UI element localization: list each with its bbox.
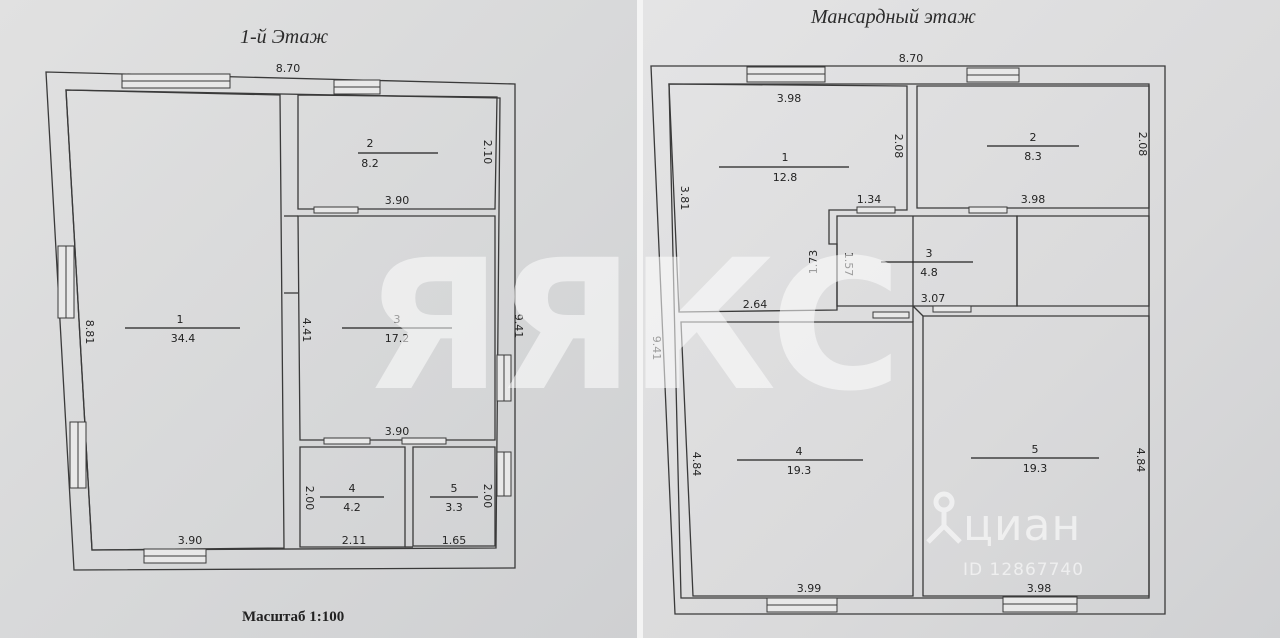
attic-door-4 [872, 311, 910, 319]
attic-room-1-number: 1 [782, 151, 789, 164]
floor1-dim-room2-bottom: 3.90 [385, 194, 410, 207]
attic-dim-room3-height: 1.57 [842, 252, 855, 277]
floor1-dim-top-width: 8.70 [276, 62, 301, 75]
attic-room-4-number: 4 [796, 445, 803, 458]
cian-brand-text: циан [963, 500, 1082, 551]
attic-dim-room5-height: 4.84 [1134, 448, 1147, 473]
attic-plan-panel: Мансардный этаж [643, 0, 1280, 638]
floor1-room-3-area: 17.2 [385, 332, 410, 345]
attic-door-5 [932, 305, 972, 313]
attic-dim-room1-step-h: 1.73 [807, 250, 820, 275]
attic-room-closet [1016, 215, 1150, 307]
floor1-room-5-number: 5 [451, 482, 458, 495]
attic-dim-room1-step: 1.34 [857, 193, 882, 206]
attic-door-1 [856, 206, 896, 214]
cian-logo-icon [926, 491, 962, 544]
floor1-dim-room5-height: 2.00 [481, 484, 494, 509]
floor1-door-3 [323, 437, 371, 445]
floor1-room-2-number: 2 [367, 137, 374, 150]
attic-dim-room4-height: 4.84 [690, 452, 703, 477]
attic-room-4 [680, 321, 914, 597]
floor1-room-5 [412, 446, 496, 547]
floor1-dim-room1-bottom: 3.90 [178, 534, 203, 547]
attic-dim-room1-top: 3.98 [777, 92, 802, 105]
attic-room-5-number: 5 [1032, 443, 1039, 456]
attic-room-2 [916, 85, 1150, 209]
floor1-door-3b [401, 437, 447, 445]
floor1-room-3-number: 3 [394, 313, 401, 326]
floor1-room-1 [65, 89, 285, 551]
attic-room-4-area: 19.3 [787, 464, 812, 477]
floor1-room-2-area: 8.2 [361, 157, 379, 170]
attic-dim-room3-bottom: 3.07 [921, 292, 946, 305]
watermark-text: ЯЯКС [364, 222, 637, 431]
attic-dim-top-width: 8.70 [899, 52, 924, 65]
attic-dim-room5-bottom: 3.98 [1027, 582, 1052, 595]
floor1-room-1-area: 34.4 [171, 332, 196, 345]
attic-title: Мансардный этаж [811, 6, 976, 28]
floor1-dim-right-height: 9.41 [512, 314, 525, 339]
attic-dim-room1-left: 3.81 [678, 186, 691, 211]
attic-dim-left-height: 9.41 [650, 336, 663, 361]
floor1-dim-room2-height: 2.10 [481, 140, 494, 165]
attic-door-2 [968, 206, 1008, 214]
floor1-room-3 [297, 215, 496, 441]
floor1-dim-room3-bottom: 3.90 [385, 425, 410, 438]
attic-dim-room1-bottom: 2.64 [743, 298, 768, 311]
floor1-plan-panel: 1-й Этаж [0, 0, 637, 638]
attic-room-5 [922, 315, 1150, 597]
attic-room-3-area: 4.8 [920, 266, 938, 279]
attic-outer-wall [650, 65, 1166, 615]
floor1-room-4-area: 4.2 [343, 501, 361, 514]
attic-dim-room2-right: 2.08 [1136, 132, 1149, 157]
attic-room-1-area: 12.8 [773, 171, 798, 184]
attic-dim-room4-bottom: 3.99 [797, 582, 822, 595]
floor1-title: 1-й Этаж [240, 26, 329, 48]
attic-plan: 1 12.8 2 8.3 3 4.8 4 19.3 5 19.3 8.70 9.… [643, 52, 1166, 615]
floor1-dim-left-height: 8.81 [83, 320, 96, 345]
attic-room-2-area: 8.3 [1024, 150, 1042, 163]
cian-listing-id: ID 12867740 [963, 560, 1085, 580]
floor1-dim-room4-height: 2.00 [303, 486, 316, 511]
watermark-text-right: ЯЯКС [643, 222, 896, 431]
attic-room-2-number: 2 [1030, 131, 1037, 144]
floor1-scale-label: Масштаб 1:100 [242, 609, 345, 625]
floor1-dim-room4-bottom: 2.11 [342, 534, 367, 547]
floor1-dim-room3-height: 4.41 [300, 318, 313, 343]
floor1-room-5-area: 3.3 [445, 501, 463, 514]
floor1-door-2 [313, 206, 359, 214]
attic-inner-wall [668, 83, 1150, 599]
attic-room-5-area: 19.3 [1023, 462, 1048, 475]
floor1-room-4-number: 4 [349, 482, 356, 495]
floor1-room-1-number: 1 [177, 313, 184, 326]
attic-room-1 [668, 83, 908, 313]
attic-dim-room2-bottom: 3.98 [1021, 193, 1046, 206]
panel-divider [637, 0, 643, 638]
floor1-dim-room5-bottom: 1.65 [442, 534, 467, 547]
attic-dim-room1-right: 2.08 [892, 134, 905, 159]
floor1-room-2 [297, 94, 498, 210]
attic-room-3-number: 3 [926, 247, 933, 260]
floor1-plan: 1 34.4 2 8.2 3 17.2 4 4.2 5 3.3 8.70 8.8… [45, 62, 637, 571]
